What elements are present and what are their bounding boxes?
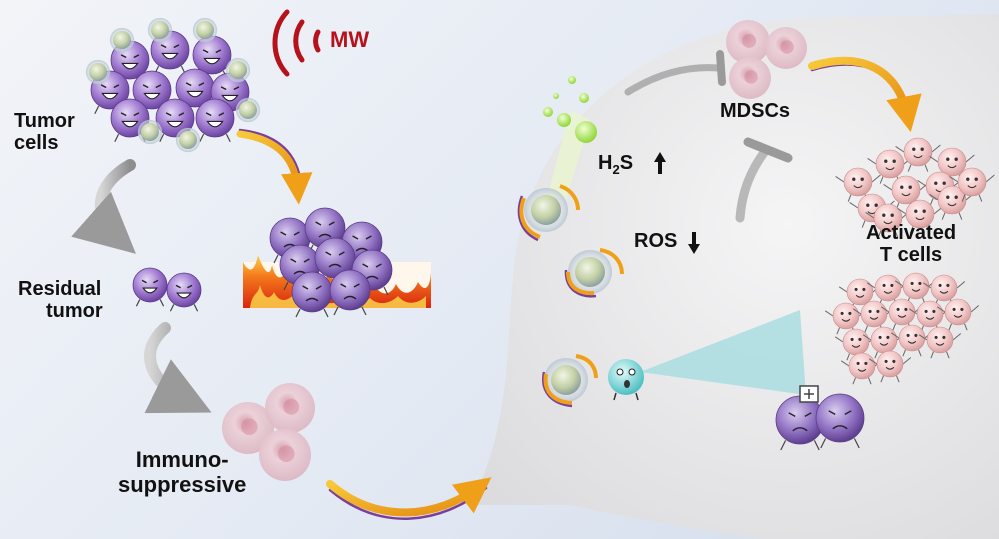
tumor-cell: [195, 98, 235, 143]
tumor-cell: [775, 395, 825, 451]
ros-label: ROS: [634, 230, 678, 252]
tumor-cell-cluster: [85, 17, 261, 153]
killed-tumor-cells: [775, 393, 865, 451]
nanoparticle: [147, 17, 173, 43]
t-cell: [852, 300, 896, 333]
t-cell: [897, 199, 943, 234]
h2s-particle: [568, 76, 576, 84]
mw-label: MW: [330, 27, 370, 52]
mdsc-cells: [726, 20, 807, 99]
t-cell: [895, 137, 941, 172]
t-cell: [949, 167, 995, 202]
t-cell: [936, 298, 980, 331]
h2s-up-arrow: [654, 152, 666, 174]
h2s-release: [543, 76, 597, 200]
tumor-cell: [291, 271, 333, 318]
tumor-cells-label: Tumor cells: [14, 110, 75, 155]
nanoparticle: [235, 97, 261, 123]
microwave-icon: [272, 9, 321, 77]
h2s-particle: [557, 113, 571, 127]
gray-progression-arrows: [71, 159, 212, 414]
ros-down-arrow: [688, 232, 700, 254]
immunosuppressive-label: Immuno- suppressive: [118, 447, 247, 497]
nanoparticle-ros: [564, 248, 624, 298]
nanoparticle: [109, 27, 135, 53]
gray-arrow-2: [144, 322, 212, 414]
activated-t-cells-bottom: [824, 272, 980, 385]
h2s-particle: [553, 93, 559, 99]
t-cell: [835, 167, 881, 202]
orange-arrows: [236, 56, 922, 520]
activated-t-cells-top: [835, 137, 995, 238]
mdsc-cell: [726, 20, 770, 64]
h2s-label: H2S: [598, 152, 634, 177]
h2s-particle: [543, 107, 553, 117]
h2s-particle: [579, 93, 589, 103]
t-cell: [838, 278, 882, 311]
t-cell: [862, 326, 906, 359]
mdsc-cell: [259, 429, 311, 481]
nanoparticle: [192, 17, 218, 43]
nanoparticle: [175, 127, 201, 153]
ablated-tumor-cells: [269, 207, 393, 318]
immunosuppressive-cells: [222, 383, 315, 481]
t-cell: [865, 203, 911, 238]
tumor-cell: [815, 393, 865, 449]
h2s-particle: [575, 121, 597, 143]
mdsc-cell: [729, 57, 771, 99]
tumor-cell: [314, 237, 356, 284]
nanoparticle: [225, 57, 251, 83]
mdsc-cell: [765, 27, 807, 69]
t-cell: [883, 175, 929, 210]
t-cell: [922, 274, 966, 307]
mdsc-cell: [222, 402, 274, 454]
t-cell: [929, 147, 975, 182]
tumor-cell: [329, 269, 371, 316]
t-cell: [908, 300, 952, 333]
pathway-bubble: [470, 14, 999, 539]
activated-t-cells-label: Activated T cells: [866, 222, 957, 267]
mdsc-cell: [265, 383, 315, 433]
nanoparticle-signal: [541, 354, 598, 408]
gray-arrow-1: [71, 159, 136, 254]
t-cell: [867, 149, 913, 184]
mdscs-label: MDSCs: [720, 100, 791, 122]
t-cell: [868, 350, 912, 383]
nanoparticle: [85, 59, 111, 85]
residual-tumor-cells: [132, 267, 202, 312]
tumor-cell: [166, 272, 202, 312]
inhibition-arrows: [624, 50, 793, 223]
tumor-cell: [175, 68, 215, 113]
nanoparticle: [137, 119, 163, 145]
t-cell: [929, 185, 975, 220]
red-cross-icon: [799, 385, 819, 403]
signal-beam: [640, 310, 806, 395]
t-cell: [918, 326, 962, 359]
dendritic-cell: [608, 359, 644, 401]
nanoparticle-h2s: [517, 184, 580, 242]
tumor-cell: [132, 267, 168, 307]
residual-tumor-label: Residual tumor: [18, 278, 103, 323]
